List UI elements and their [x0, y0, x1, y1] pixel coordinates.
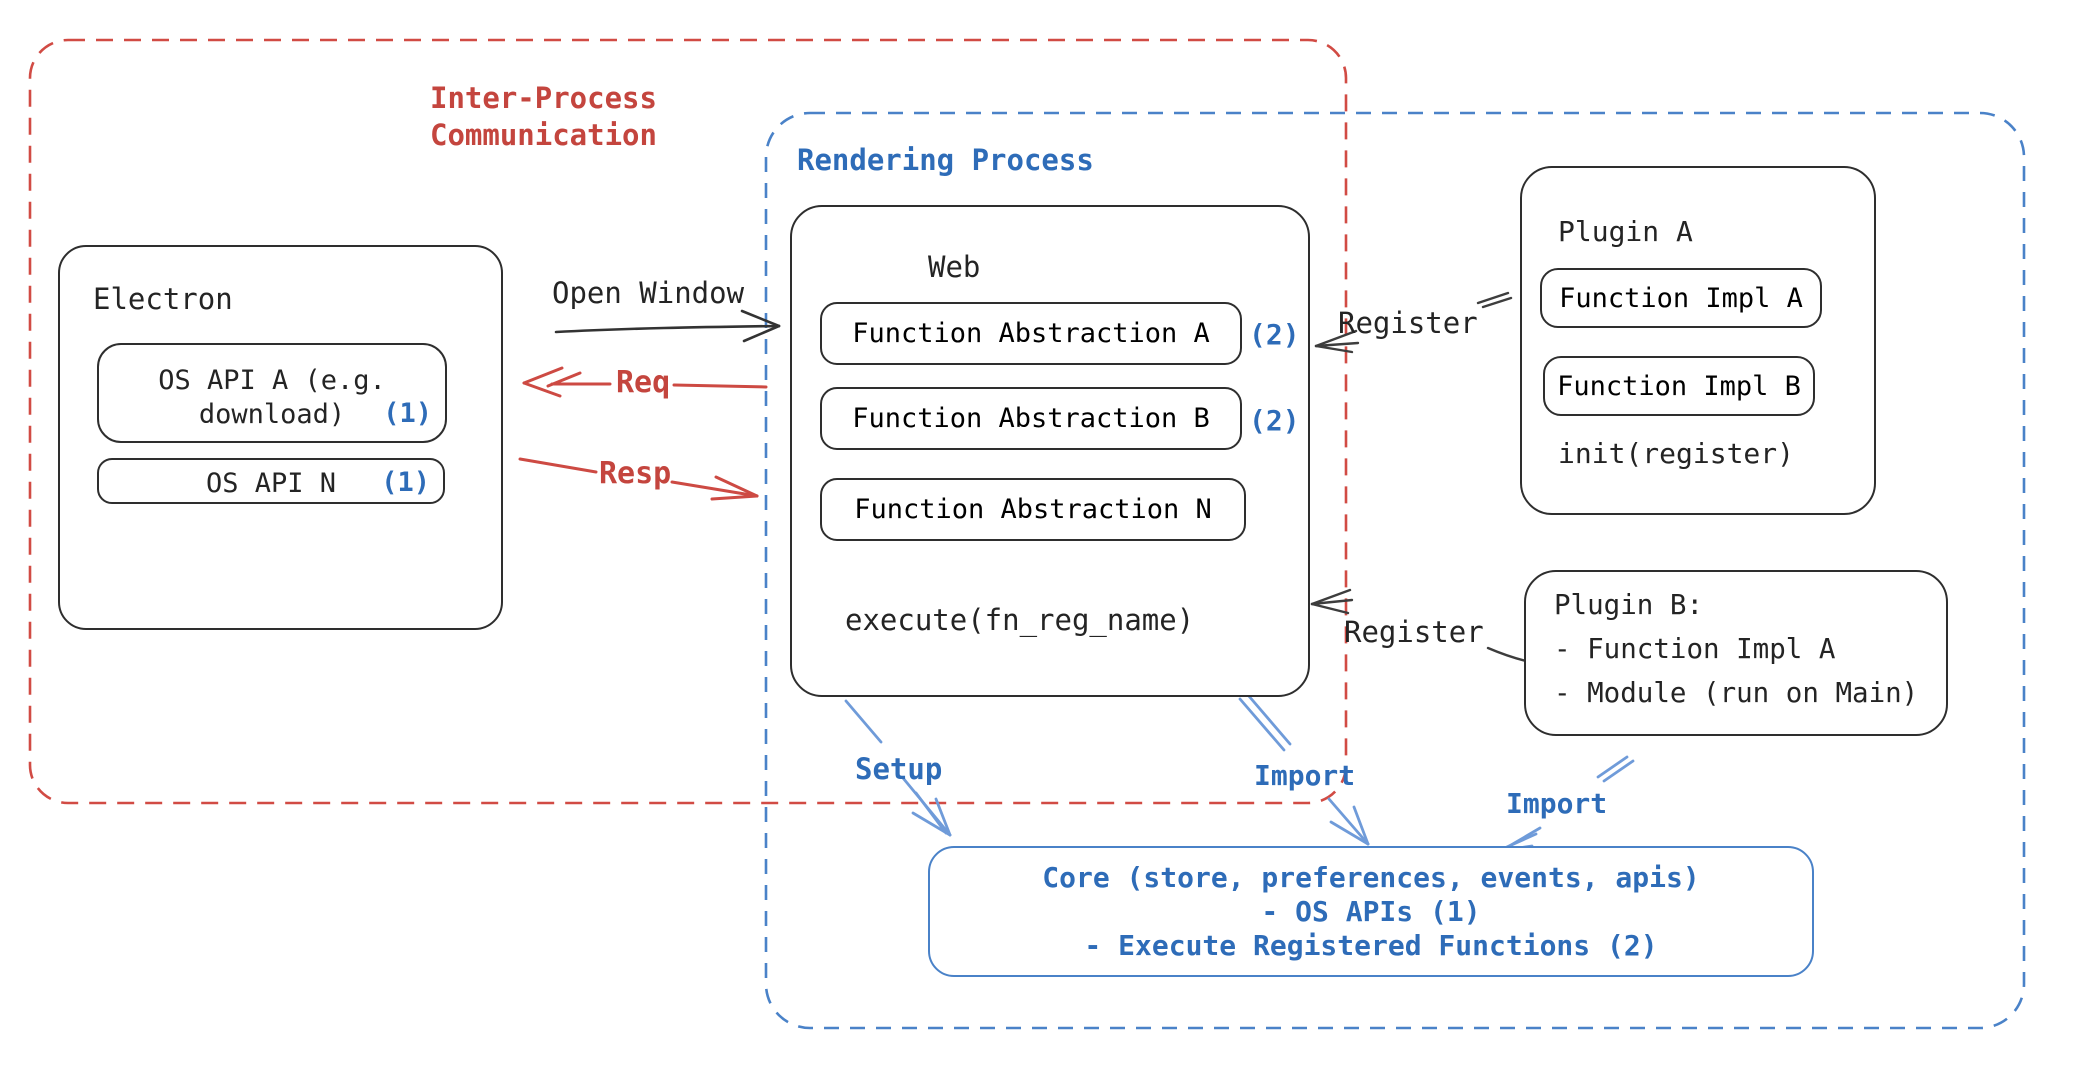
os-api-a-line1: OS API A (e.g.	[158, 365, 386, 396]
plugin-b-title: Plugin B:	[1554, 589, 1704, 621]
open-window-label: Open Window	[552, 276, 745, 310]
setup-label: Setup	[855, 752, 943, 786]
register-top-label: Register	[1338, 306, 1478, 340]
web-box	[790, 205, 1310, 697]
execute-label: execute(fn_reg_name)	[845, 603, 1195, 637]
plugin-b-item-module: - Module (run on Main)	[1554, 677, 1919, 709]
function-abstraction-b-box: Function Abstraction B	[820, 387, 1242, 450]
plugin-a-init-label: init(register)	[1558, 437, 1795, 470]
os-api-n-badge: (1)	[381, 467, 430, 498]
os-api-n-label: OS API N	[205, 468, 337, 499]
function-abstraction-b-badge: (2)	[1249, 404, 1300, 437]
plugin-a-title: Plugin A	[1558, 215, 1693, 248]
os-api-n-box: OS API N (1)	[97, 458, 445, 504]
function-impl-b-box: Function Impl B	[1543, 356, 1815, 416]
web-title: Web	[928, 250, 981, 284]
function-abstraction-a-box: Function Abstraction A	[820, 302, 1242, 365]
os-api-a-badge: (1)	[383, 398, 432, 429]
plugin-a-box: Plugin A Function Impl A Function Impl B…	[1520, 166, 1876, 515]
electron-title: Electron	[93, 282, 233, 316]
req-label: Req	[616, 365, 671, 400]
rendering-process-title: Rendering Process	[797, 143, 1094, 177]
function-abstraction-a-badge: (2)	[1249, 318, 1300, 351]
core-line-3: - Execute Registered Functions (2)	[1084, 929, 1658, 962]
plugin-b-box: Plugin B: - Function Impl A - Module (ru…	[1524, 570, 1948, 736]
import-plugin-label: Import	[1506, 787, 1608, 820]
os-api-a-line2: download)	[198, 399, 346, 430]
open-window-arrow	[554, 309, 781, 343]
os-api-a-box: OS API A (e.g. download) (1)	[97, 343, 447, 443]
core-line-2: - OS APIs (1)	[1261, 895, 1481, 928]
core-line-1: Core (store, preferences, events, apis)	[1042, 861, 1700, 894]
core-box: Core (store, preferences, events, apis) …	[928, 846, 1814, 977]
plugin-b-item-function-impl-a: - Function Impl A	[1554, 633, 1836, 665]
function-abstraction-n-box: Function Abstraction N	[820, 478, 1246, 541]
register-bottom-label: Register	[1344, 615, 1484, 649]
resp-label: Resp	[599, 456, 672, 491]
import-web-label: Import	[1254, 759, 1356, 792]
function-impl-a-box: Function Impl A	[1540, 268, 1822, 328]
